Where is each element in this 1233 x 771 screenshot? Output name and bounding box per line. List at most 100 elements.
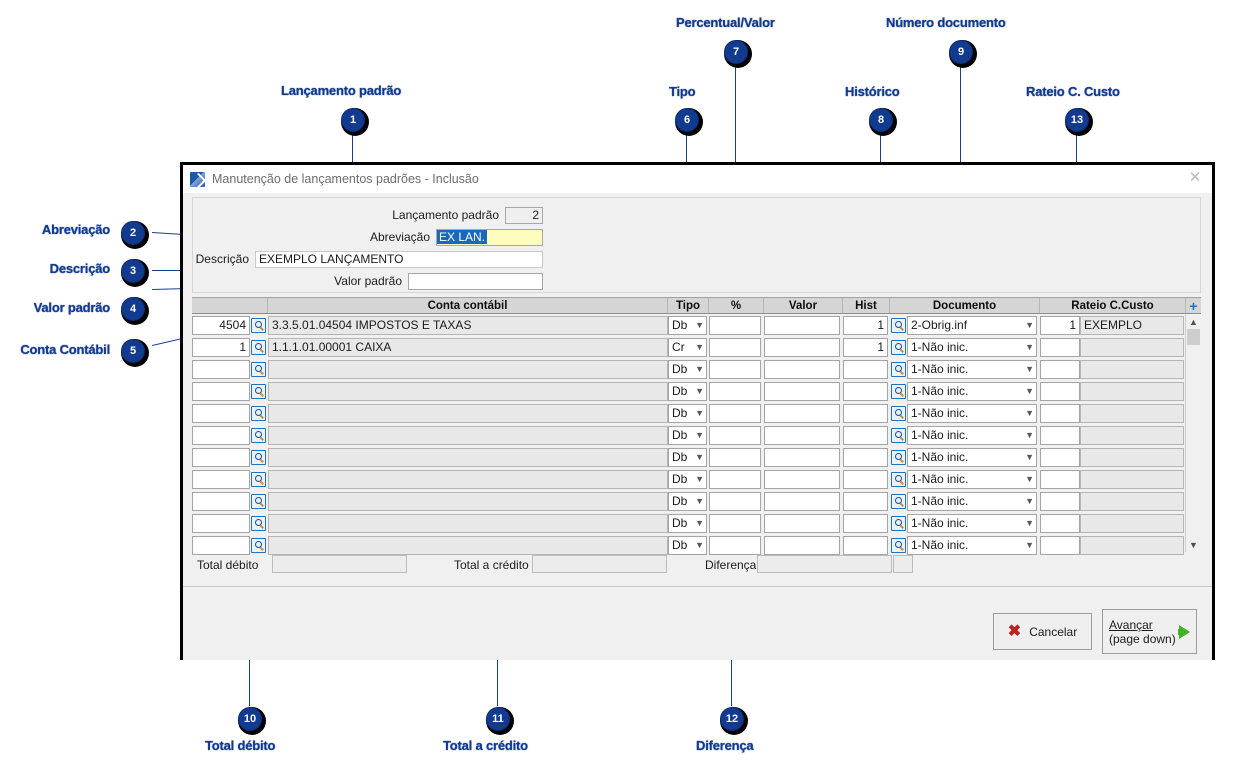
search-historico-icon[interactable] [891,405,906,421]
search-account-icon[interactable] [251,537,266,553]
account-code-input[interactable] [192,403,250,423]
add-row-button[interactable]: + [1186,298,1201,313]
tipo-select[interactable]: Db▼ [668,315,707,335]
tipo-select[interactable]: Db▼ [668,513,707,533]
rateio-code-input[interactable] [1040,337,1080,357]
tipo-select[interactable]: Db▼ [668,469,707,489]
documento-select[interactable]: 1-Não inic.▼ [907,337,1037,357]
search-historico-icon[interactable] [891,493,906,509]
search-historico-icon[interactable] [891,383,906,399]
search-historico-icon[interactable] [891,339,906,355]
hist-input[interactable] [843,447,888,467]
hist-input[interactable]: 1 [843,337,888,357]
valor-padrao-input[interactable] [408,272,543,290]
percent-input[interactable] [709,359,761,379]
table-row[interactable]: Db▼1-Não inic.▼ [192,446,1201,468]
valor-input[interactable] [764,315,840,335]
documento-select[interactable]: 1-Não inic.▼ [907,491,1037,511]
search-account-icon[interactable] [251,361,266,377]
valor-input[interactable] [764,491,840,511]
rateio-code-input[interactable] [1040,403,1080,423]
tipo-select[interactable]: Db▼ [668,359,707,379]
percent-input[interactable] [709,315,761,335]
search-historico-icon[interactable] [891,515,906,531]
hist-input[interactable] [843,513,888,533]
percent-input[interactable] [709,535,761,555]
rateio-code-input[interactable] [1040,359,1080,379]
search-historico-icon[interactable] [891,317,906,333]
account-code-input[interactable] [192,513,250,533]
rateio-code-input[interactable] [1040,535,1080,555]
search-account-icon[interactable] [251,515,266,531]
documento-select[interactable]: 1-Não inic.▼ [907,359,1037,379]
table-row[interactable]: Db▼1-Não inic.▼ [192,424,1201,446]
percent-input[interactable] [709,425,761,445]
advance-button[interactable]: Avançar (page down) [1102,609,1197,654]
documento-select[interactable]: 1-Não inic.▼ [907,513,1037,533]
percent-input[interactable] [709,491,761,511]
tipo-select[interactable]: Db▼ [668,491,707,511]
documento-select[interactable]: 1-Não inic.▼ [907,381,1037,401]
percent-input[interactable] [709,403,761,423]
hist-input[interactable] [843,491,888,511]
table-row[interactable]: Db▼ 1-Não inic.▼ [192,490,1201,512]
account-code-input[interactable] [192,491,250,511]
close-icon[interactable]: ✕ [1188,169,1202,186]
hist-input[interactable] [843,381,888,401]
search-historico-icon[interactable] [891,471,906,487]
percent-input[interactable] [709,447,761,467]
tipo-select[interactable]: Db▼ [668,403,707,423]
descricao-input[interactable]: EXEMPLO LANÇAMENTO [255,250,543,268]
valor-input[interactable] [764,425,840,445]
search-account-icon[interactable] [251,339,266,355]
rateio-code-input[interactable] [1040,491,1080,511]
valor-input[interactable] [764,447,840,467]
table-row[interactable]: Db▼ 1-Não inic.▼ [192,358,1201,380]
hist-input[interactable] [843,469,888,489]
documento-select[interactable]: 1-Não inic.▼ [907,403,1037,423]
search-account-icon[interactable] [251,471,266,487]
grid-header-documento[interactable]: Documento [890,298,1040,313]
grid-header-tipo[interactable]: Tipo [668,298,709,313]
search-account-icon[interactable] [251,493,266,509]
search-historico-icon[interactable] [891,449,906,465]
rateio-code-input[interactable] [1040,513,1080,533]
search-account-icon[interactable] [251,405,266,421]
valor-input[interactable] [764,337,840,357]
hist-input[interactable] [843,403,888,423]
abreviacao-input[interactable]: EX LAN. [436,228,543,246]
account-code-input[interactable] [192,469,250,489]
hist-input[interactable] [843,359,888,379]
percent-input[interactable] [709,381,761,401]
search-historico-icon[interactable] [891,361,906,377]
chevron-up-icon[interactable]: ▲ [1189,316,1198,327]
table-row[interactable]: Db▼ 1-Não inic.▼ [192,402,1201,424]
account-code-input[interactable] [192,447,250,467]
search-historico-icon[interactable] [891,427,906,443]
documento-select[interactable]: 1-Não inic.▼ [907,535,1037,555]
valor-input[interactable] [764,359,840,379]
documento-select[interactable]: 2-Obrig.inf▼ [907,315,1037,335]
search-account-icon[interactable] [251,383,266,399]
account-code-input[interactable] [192,359,250,379]
account-code-input[interactable]: 1 [192,337,250,357]
account-code-input[interactable] [192,425,250,445]
tipo-select[interactable]: Db▼ [668,535,707,555]
grid-header-valor[interactable]: Valor [764,298,843,313]
rateio-code-input[interactable]: 1 [1040,315,1080,335]
tipo-select[interactable]: Cr▼ [668,337,707,357]
cancel-button[interactable]: ✖ Cancelar [993,613,1092,650]
percent-input[interactable] [709,513,761,533]
search-account-icon[interactable] [251,427,266,443]
tipo-select[interactable]: Db▼ [668,447,707,467]
documento-select[interactable]: 1-Não inic.▼ [907,469,1037,489]
rateio-code-input[interactable] [1040,425,1080,445]
search-account-icon[interactable] [251,317,266,333]
table-row[interactable]: Db▼ 1-Não inic.▼ [192,468,1201,490]
tipo-select[interactable]: Db▼ [668,425,707,445]
table-row[interactable]: Db▼ 1-Não inic.▼ [192,512,1201,534]
scrollbar-thumb[interactable] [1187,329,1200,345]
account-code-input[interactable] [192,535,250,555]
percent-input[interactable] [709,469,761,489]
